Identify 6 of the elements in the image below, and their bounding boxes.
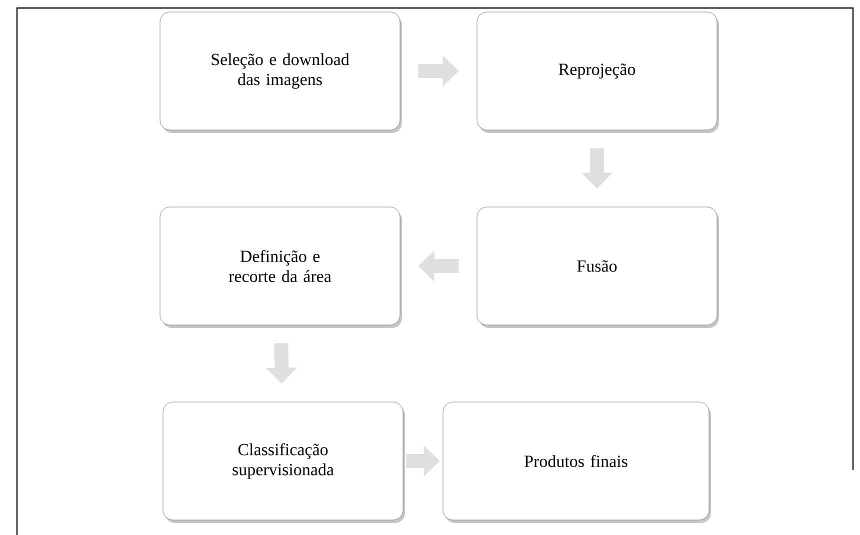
process-box: Classificação supervisionada xyxy=(162,402,405,523)
process-box: Fusão xyxy=(476,206,719,328)
process-box: Produtos finais xyxy=(442,402,711,523)
process-box: Seleção e download das imagens xyxy=(160,12,402,133)
process-box: Definição e recorte da área xyxy=(160,206,402,328)
process-box: Reprojeção xyxy=(476,12,719,133)
